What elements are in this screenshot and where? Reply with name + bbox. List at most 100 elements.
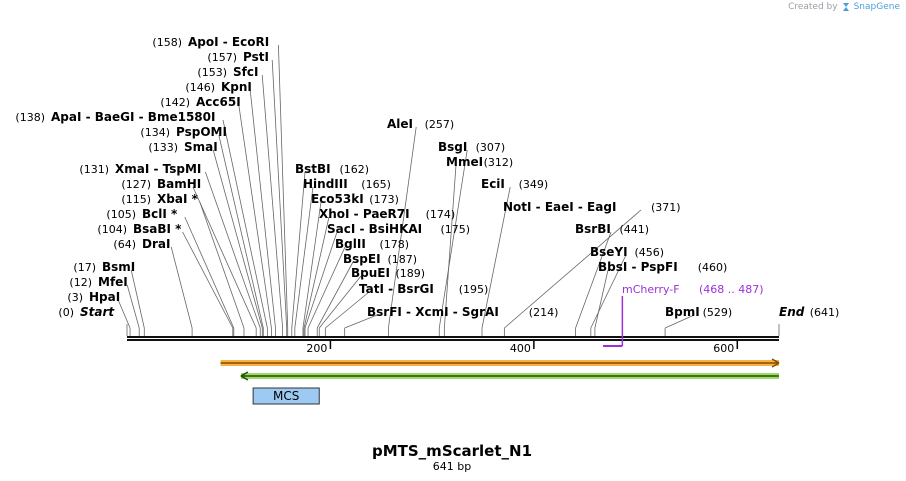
- backbone-bottom-strand: [127, 339, 779, 341]
- site-bpmi: (529)BpmI: [665, 305, 732, 319]
- site-name: End: [779, 305, 805, 319]
- site-xmai: (131) XmaI - TspMI: [79, 162, 201, 176]
- credit-brand: SnapGene: [853, 2, 900, 12]
- site-name: BsaBI *: [133, 222, 182, 236]
- site-connector: [294, 186, 314, 329]
- site-position: (441): [620, 223, 650, 236]
- snapgene-logo-icon: [842, 3, 849, 11]
- sequence-length: 641 bp: [433, 460, 471, 473]
- site-name: ApaI - BaeGI - Bme1580I: [51, 110, 215, 124]
- site-connector: [302, 201, 322, 329]
- backbone-top-strand: [127, 336, 779, 338]
- site-bseyi: (456) BseYI: [590, 245, 664, 259]
- site-connector: [438, 149, 468, 329]
- site-smai: (133)SmaI: [148, 140, 217, 154]
- sequence-name: pMTS_mScarlet_N1: [372, 442, 532, 460]
- site-name: XmaI - TspMI: [115, 162, 201, 176]
- site-connector: [594, 269, 609, 329]
- site-position: (173): [369, 193, 399, 206]
- site-position: (460): [698, 261, 728, 274]
- credit-prefix: Created by: [788, 2, 838, 12]
- site-tati: (195)TatI - BsrGI: [359, 282, 488, 296]
- site-eco53ki: (173) Eco53kI: [311, 192, 399, 206]
- site-connector: [504, 209, 642, 329]
- site-position: (127): [121, 178, 151, 191]
- site-name: BseYI: [590, 245, 628, 259]
- site-name: MfeI: [98, 275, 128, 289]
- site-position: (115): [121, 193, 151, 206]
- site-xbai: (115) XbaI *: [121, 192, 198, 206]
- site-saci: (175)SacI - BsiHKAI: [327, 222, 470, 236]
- site-connector: [126, 284, 140, 329]
- site-connector: [182, 231, 234, 329]
- site-position: (371): [651, 201, 681, 214]
- site-name: PstI: [243, 50, 269, 64]
- site-noti: (371)NotI - EaeI - EagI: [503, 200, 681, 214]
- site-xhoi: (174)XhoI - PaeR7I: [319, 207, 455, 221]
- primer-group: mCherry-F(468 .. 487): [603, 283, 764, 347]
- site-name: BsgI: [438, 140, 467, 154]
- site-bstbi: (162) BstBI: [295, 162, 369, 176]
- site-position: (529): [703, 306, 733, 319]
- site-bsrfi: (214) BsrFI - XcmI - SgrAI: [367, 305, 558, 319]
- site-position: (17): [73, 261, 96, 274]
- site-position: (131): [79, 163, 109, 176]
- site-connector: [238, 104, 272, 329]
- site-mmei: (312)MmeI: [446, 155, 513, 169]
- backbone: [127, 336, 779, 341]
- site-position: (153): [197, 66, 227, 79]
- site-connector: [184, 216, 235, 329]
- mcs-label: MCS: [273, 389, 299, 403]
- site-connector: [130, 269, 145, 329]
- site-bspei: (187) BspEI: [343, 252, 417, 266]
- site-connector: [192, 186, 257, 329]
- site-name: KpnI: [221, 80, 252, 94]
- site-name: BamHI: [157, 177, 201, 191]
- site-name: Eco53kI: [311, 192, 364, 206]
- site-name: BstBI: [295, 162, 331, 176]
- site-bsmi: (17)BsmI: [73, 260, 135, 274]
- site-connector: [278, 44, 289, 329]
- site-connector: [664, 314, 695, 329]
- site-pspomi: (134)PspOMI: [140, 125, 227, 139]
- site-position: (3): [67, 291, 83, 304]
- site-bbsi: (460)BbsI - PspFI: [598, 260, 727, 274]
- site-connector: [222, 119, 268, 329]
- site-name: BpuEI: [351, 266, 390, 280]
- site-hpai: (3) HpaI: [67, 290, 120, 304]
- site-bcli: (105) BclI *: [106, 207, 178, 221]
- site-name: XbaI *: [157, 192, 199, 206]
- ruler-tick-label: 600: [713, 342, 734, 355]
- site-position: (162): [340, 163, 370, 176]
- site-end: (641)End: [779, 305, 839, 319]
- site-name: BspEI: [343, 252, 381, 266]
- site-position: (64): [113, 238, 136, 251]
- site-position: (0): [58, 306, 74, 319]
- site-name: Start: [80, 305, 115, 319]
- site-connector: [261, 74, 284, 329]
- site-connectors: [117, 44, 780, 336]
- site-name: BclI *: [142, 207, 178, 221]
- mcs-box: [252, 387, 320, 405]
- site-position: (187): [388, 253, 418, 266]
- site-ecii: (349)EciI: [481, 177, 548, 191]
- site-position: (312): [484, 156, 514, 169]
- site-position: (456): [635, 246, 665, 259]
- ruler-tick-label: 200: [306, 342, 327, 355]
- site-name: HpaI: [89, 290, 120, 304]
- site-name: ApoI - EcoRI: [188, 35, 269, 49]
- site-position: (178): [380, 238, 410, 251]
- site-position: (214): [529, 306, 559, 319]
- site-position: (257): [425, 118, 455, 131]
- site-position: (12): [69, 276, 92, 289]
- site-psti: (157)PstI: [207, 50, 269, 64]
- site-connector: [291, 171, 306, 329]
- site-bglii: (178)BglII: [335, 237, 409, 251]
- site-start: (0) Start: [58, 305, 115, 319]
- site-name: BsrFI - XcmI - SgrAI: [367, 305, 499, 319]
- site-connector: [304, 231, 338, 329]
- site-position: (105): [106, 208, 136, 221]
- site-kpni: (146)KpnI: [185, 80, 252, 94]
- site-position: (307): [476, 141, 506, 154]
